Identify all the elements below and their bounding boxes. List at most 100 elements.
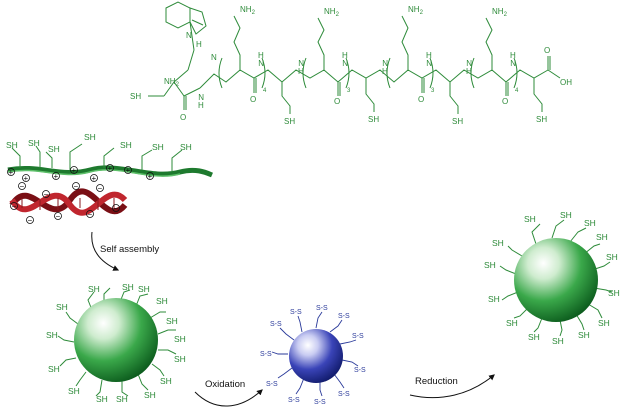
oxidation-arrow bbox=[194, 389, 263, 407]
reduction-label: Reduction bbox=[415, 376, 458, 387]
thiol-left-7: SH bbox=[174, 354, 186, 364]
negative-charges bbox=[10, 182, 120, 224]
acid-o-label: O bbox=[544, 46, 550, 55]
positive-charge-4: + bbox=[72, 166, 77, 175]
positive-charge-3: + bbox=[54, 172, 59, 181]
disulfide-4: S-S bbox=[338, 313, 350, 320]
disulfide-11: S-S bbox=[260, 351, 272, 358]
thiol-left-10: SH bbox=[116, 394, 128, 404]
negative-charge-7: − bbox=[98, 184, 103, 193]
thiol-left-12: SH bbox=[68, 386, 80, 396]
positive-charge-signs: + + + + + + + + bbox=[9, 164, 153, 183]
thiol-left-14: SH bbox=[46, 330, 58, 340]
carbonyl-o-label-1: O bbox=[250, 95, 256, 104]
thiol-right-4: SH bbox=[596, 232, 608, 242]
negative-charge-1: − bbox=[12, 202, 17, 211]
repeat-count-3: 3 bbox=[431, 88, 435, 94]
dna-helix bbox=[9, 188, 128, 216]
thiol-right-12: SH bbox=[488, 294, 500, 304]
disulfide-7: S-S bbox=[338, 391, 350, 398]
green-nanoparticle-left-thiols: SH SH SH SH SH SH SH SH SH SH SH SH SH S… bbox=[46, 282, 186, 404]
peptide-structure bbox=[148, 1, 561, 114]
carbonyl-o-label-4: O bbox=[502, 97, 508, 106]
amide-n-label-1: N bbox=[211, 53, 217, 62]
polymer-thiol-7: SH bbox=[180, 142, 192, 152]
negative-charge-4: − bbox=[56, 212, 61, 221]
amide-nh-label-1: NH bbox=[258, 51, 264, 68]
n-terminal-amine-label: NH2 bbox=[164, 77, 180, 88]
thiol-right-14: SH bbox=[492, 238, 504, 248]
negative-charge-8: − bbox=[114, 204, 119, 213]
polymer-thiol-3: SH bbox=[48, 144, 60, 154]
negative-charge-signs: − − − − − − − − − bbox=[12, 182, 119, 225]
green-nanoparticle-right bbox=[499, 219, 613, 337]
thiol-left-8: SH bbox=[160, 376, 172, 386]
negative-charge-5: − bbox=[74, 182, 79, 191]
repeat-count-1: 4 bbox=[263, 88, 267, 94]
acid-oh-label: OH bbox=[560, 78, 572, 87]
cys-thiol-label-3: SH bbox=[452, 117, 463, 126]
disulfide-6: S-S bbox=[354, 367, 366, 374]
indole-nh-label: H bbox=[196, 40, 202, 49]
positive-charge-8: + bbox=[148, 172, 153, 181]
reduction-arrow bbox=[409, 374, 495, 399]
disulfide-8: S-S bbox=[314, 399, 326, 406]
thiol-right-7: SH bbox=[598, 318, 610, 328]
oxidation-label: Oxidation bbox=[205, 379, 245, 390]
green-nanoparticle-left bbox=[57, 287, 177, 397]
thiol-right-11: SH bbox=[506, 318, 518, 328]
thiol-right-13: SH bbox=[484, 260, 496, 270]
repeat-count-2: 3 bbox=[347, 88, 351, 94]
polymer-thiol-4: SH bbox=[84, 132, 96, 142]
disulfide-1: S-S bbox=[270, 321, 282, 328]
amide-nh-label-2: NH bbox=[342, 51, 348, 68]
positive-charge-2: + bbox=[24, 174, 29, 183]
negative-charge-3: − bbox=[44, 190, 49, 199]
negative-charge-6: − bbox=[88, 210, 93, 219]
thiol-left-3: SH bbox=[138, 284, 150, 294]
thiol-left-2: SH bbox=[122, 282, 134, 292]
amide-nh-label-3: NH bbox=[426, 51, 432, 68]
thiol-right-6: SH bbox=[608, 288, 620, 298]
polymer-thiol-2: SH bbox=[28, 138, 40, 148]
cys-thiol-label-1: SH bbox=[284, 117, 295, 126]
thiol-left-4: SH bbox=[156, 296, 168, 306]
carbonyl-o-label-3: O bbox=[418, 95, 424, 104]
negative-charge-9: − bbox=[28, 216, 33, 225]
positive-charges bbox=[7, 164, 154, 182]
positive-charge-7: + bbox=[126, 166, 131, 175]
thiol-right-10: SH bbox=[528, 332, 540, 342]
thiol-left-13: SH bbox=[48, 364, 60, 374]
lysine-amine-label-2: NH2 bbox=[324, 7, 340, 18]
thiol-left-5: SH bbox=[166, 316, 178, 326]
disulfide-5: S-S bbox=[352, 333, 364, 340]
positive-charge-1: + bbox=[9, 168, 14, 177]
polymer-thiol-6: SH bbox=[152, 142, 164, 152]
repeat-count-4: 4 bbox=[515, 88, 519, 94]
polymer-thiol-labels: SH SH SH SH SH SH SH bbox=[6, 132, 192, 154]
lysine-amine-label-4: NH2 bbox=[492, 7, 508, 18]
n-terminal-thiol-label: SH bbox=[130, 92, 141, 101]
carbonyl-o-label-0: O bbox=[180, 113, 186, 122]
thiol-left-1: SH bbox=[88, 284, 100, 294]
self-assembly-arrow bbox=[91, 231, 120, 271]
thiol-left-6: SH bbox=[174, 334, 186, 344]
disulfide-3: S-S bbox=[316, 305, 328, 312]
thiol-left-9: SH bbox=[144, 390, 156, 400]
blue-nanoparticle-disulfides: S-S S-S S-S S-S S-S S-S S-S S-S S-S S-S … bbox=[260, 305, 366, 406]
thiol-right-1: SH bbox=[524, 214, 536, 224]
thiol-right-2: SH bbox=[560, 210, 572, 220]
lysine-amine-label-3: NH2 bbox=[408, 5, 424, 16]
lysine-amine-label-1: NH2 bbox=[240, 5, 256, 16]
polymer-backbone bbox=[7, 143, 213, 178]
thiol-right-8: SH bbox=[578, 330, 590, 340]
thiol-left-11: SH bbox=[96, 394, 108, 404]
thiol-right-5: SH bbox=[606, 252, 618, 262]
